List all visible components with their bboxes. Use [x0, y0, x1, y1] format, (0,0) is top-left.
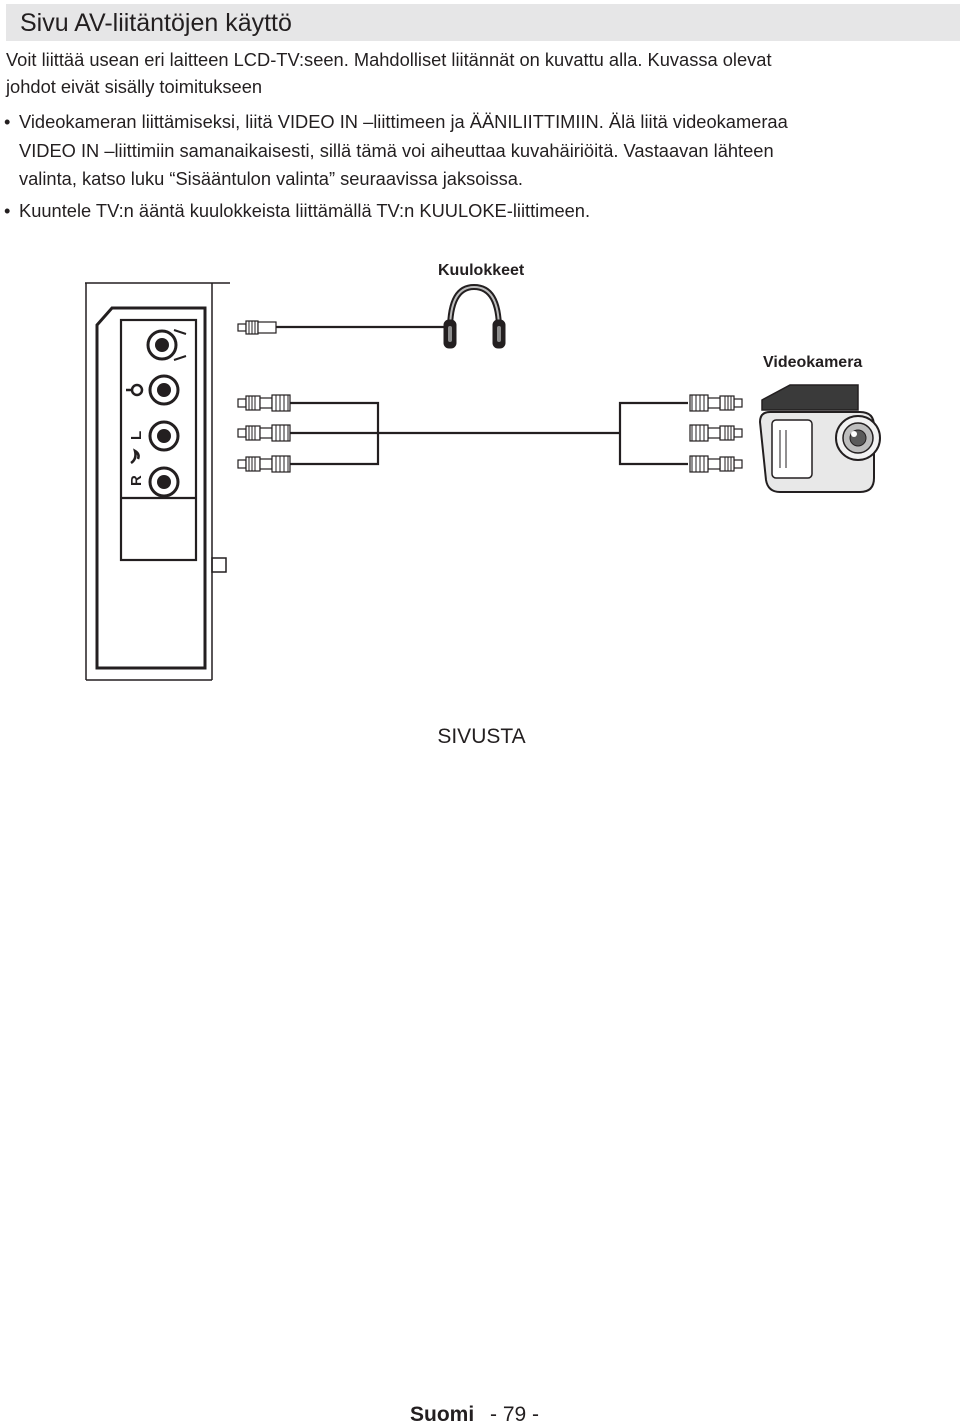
camcorder-label: Videokamera	[763, 354, 862, 371]
rca-plug-icon	[237, 424, 291, 442]
rca-plug-icon	[237, 455, 291, 473]
bullet-line: valinta, katso luku “Sisääntulon valinta…	[19, 168, 524, 189]
audio-jack-right-icon	[148, 466, 180, 498]
bullet-line: Kuuntele TV:n ääntä kuulokkeista liittäm…	[19, 200, 591, 221]
rca-plug-icon	[689, 455, 743, 473]
av-cable-bundle	[290, 401, 688, 466]
side-caption: SIVUSTA	[437, 725, 526, 748]
page-title: Sivu AV-liitäntöjen käyttö	[20, 9, 292, 37]
tv-side-panel	[85, 282, 230, 681]
audio-jack-left-icon	[148, 420, 180, 452]
page-footer: Suomi - 79 -	[410, 1403, 539, 1427]
rca-plug-icon	[689, 424, 743, 442]
title-bar: Sivu AV-liitäntöjen käyttö	[6, 4, 960, 41]
intro-line-2: johdot eivät sisälly toimitukseen	[6, 76, 263, 97]
headphone-jack-icon	[146, 329, 187, 361]
video-jack-icon	[148, 374, 180, 406]
rca-plug-icon	[689, 394, 743, 412]
connection-diagram-svg: L R	[85, 262, 881, 681]
headphones-label: Kuulokkeet	[438, 262, 525, 279]
video-symbol-icon	[126, 383, 144, 397]
footer-language: Suomi	[410, 1403, 475, 1426]
footer-page-number: - 79 -	[490, 1403, 540, 1426]
rca-plug-icon	[237, 394, 291, 412]
audio-symbol-icon	[130, 448, 140, 465]
headphones-icon	[443, 283, 506, 349]
panel-label-right: R	[128, 475, 145, 486]
bullet-marker: •	[4, 200, 11, 221]
camcorder-icon	[758, 384, 881, 493]
connection-diagram: L R	[0, 250, 960, 710]
panel-label-left: L	[128, 431, 145, 440]
headphone-plug-icon	[237, 320, 277, 335]
bullet-marker: •	[4, 111, 11, 132]
intro-line-1: Voit liittää usean eri laitteen LCD-TV:s…	[6, 49, 772, 70]
bullet-line: VIDEO IN –liittimiin samanaikaisesti, si…	[19, 140, 774, 161]
bullet-line: Videokameran liittämiseksi, liitä VIDEO …	[19, 111, 788, 132]
